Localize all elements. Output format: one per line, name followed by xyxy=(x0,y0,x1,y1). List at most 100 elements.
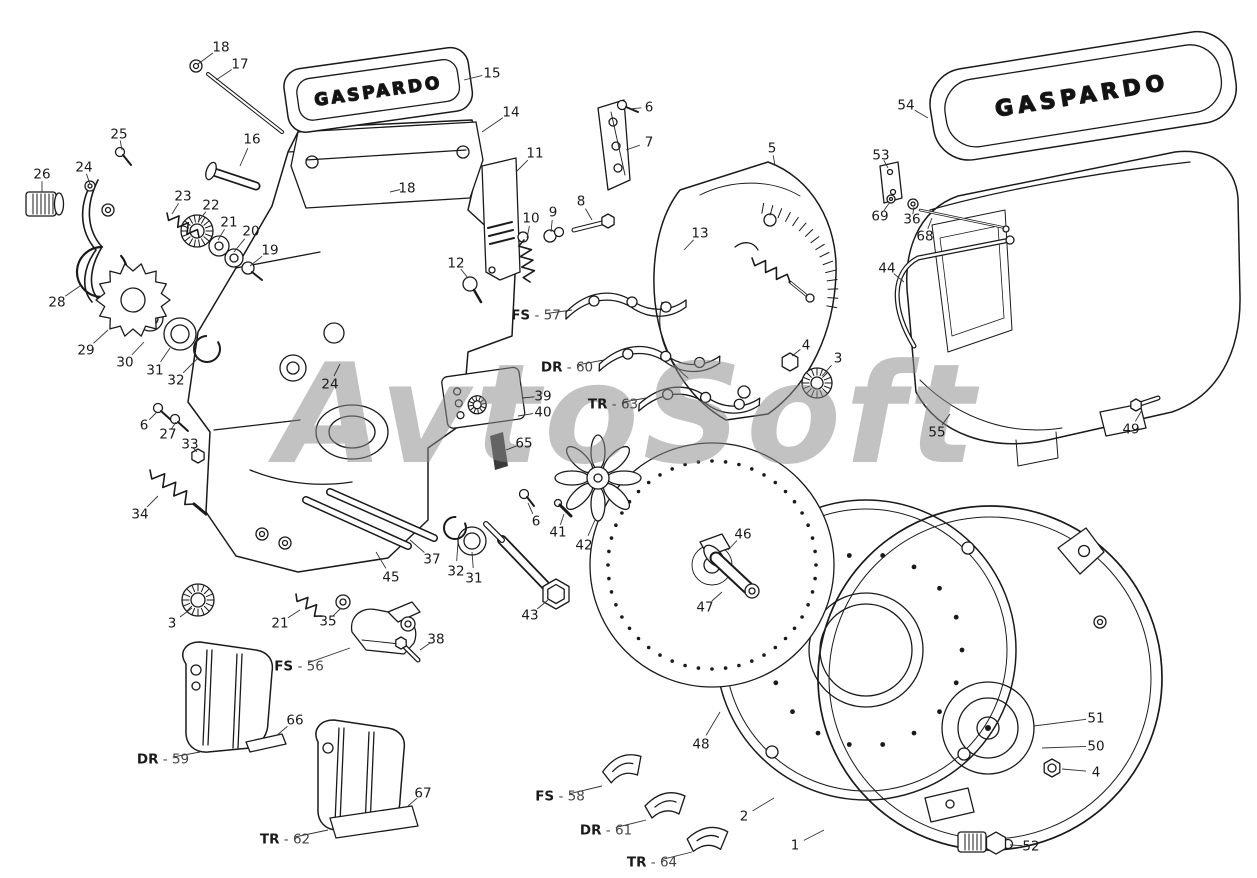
scraper-bracket-62-detail xyxy=(334,727,340,824)
leader-line xyxy=(772,155,776,167)
main-frame-24-detail xyxy=(279,354,307,382)
callout-label: 36 xyxy=(903,212,920,228)
center-parts-group xyxy=(462,99,710,304)
shaft-bolt-43-detail xyxy=(457,526,487,556)
callout-label: 6 xyxy=(645,100,654,116)
callout-label-detail: FS xyxy=(511,308,530,324)
callout-label: 29 xyxy=(77,343,94,359)
leader-line xyxy=(615,819,647,829)
left-parts-group-detail xyxy=(177,421,189,432)
fan-hub xyxy=(586,466,610,490)
hole-dot xyxy=(880,742,886,747)
callout-label: 37 xyxy=(423,552,440,568)
callout-label: 39 xyxy=(534,389,551,405)
hole-dot xyxy=(790,709,795,715)
leader-line xyxy=(585,208,593,221)
hole-dot xyxy=(815,730,821,736)
scale-tick xyxy=(819,389,824,398)
leader-line xyxy=(275,726,288,737)
shaft-bolt-43-detail xyxy=(498,536,552,592)
main-frame-24-detail xyxy=(328,415,376,449)
leader-line xyxy=(148,411,158,421)
leader-line xyxy=(171,202,179,215)
left-parts-group xyxy=(75,59,284,516)
scale-tick xyxy=(469,407,474,411)
callout-label: 43 xyxy=(521,608,538,624)
callout-label: 24 xyxy=(75,160,92,176)
seed-hopper-55-detail xyxy=(929,161,1191,211)
leader-line xyxy=(389,189,401,193)
leader-line xyxy=(576,359,605,366)
scale-tick xyxy=(802,376,811,381)
left-parts-group-detail xyxy=(101,203,115,217)
hole-dot xyxy=(607,576,611,581)
scale-tick xyxy=(193,239,196,248)
leader-line xyxy=(536,599,549,610)
center-parts-group-detail xyxy=(608,117,618,127)
leader-line xyxy=(197,211,207,223)
callout-label: 21 xyxy=(271,616,288,632)
hole-dot xyxy=(846,553,852,558)
shaft-bolt-43-detail xyxy=(526,496,535,507)
callout-label: 17 xyxy=(231,57,248,73)
top-cover-15: GASPARDO xyxy=(283,46,474,133)
callout-label: FS - 56 xyxy=(274,659,324,675)
scale-tick xyxy=(481,403,487,405)
hole-dot xyxy=(911,564,917,570)
knob-3-right xyxy=(801,367,833,399)
main-frame-24-detail xyxy=(255,527,269,541)
center-parts-group-detail xyxy=(597,99,631,191)
hole-dot xyxy=(792,499,797,504)
scale-tick xyxy=(182,593,191,598)
left-parts-group-detail xyxy=(84,180,96,192)
callout-label: 5 xyxy=(768,141,777,157)
callout-label: 31 xyxy=(146,363,163,379)
knob-26-detail xyxy=(53,192,65,216)
quadrant-plate-5 xyxy=(653,161,839,421)
seed-hopper-55-detail xyxy=(879,161,903,204)
drum-ring-2-detail xyxy=(819,603,913,697)
hole-dot xyxy=(696,666,701,670)
housing-cover-1-detail xyxy=(924,787,975,823)
callout-label: 55 xyxy=(928,425,945,441)
drum-ring-2-detail xyxy=(765,745,779,759)
leader-line xyxy=(182,357,199,374)
quadrant-plate-5-detail xyxy=(659,301,689,379)
callout-label: 2 xyxy=(740,809,749,825)
main-frame-24-detail xyxy=(315,404,389,460)
leader-line xyxy=(179,607,193,618)
callout-label: 51 xyxy=(1087,711,1104,727)
rollers-37-45-detail xyxy=(327,489,437,541)
cover-plate-14-detail xyxy=(456,145,470,159)
callout-label: 48 xyxy=(692,737,709,753)
callout-label: 34 xyxy=(131,507,148,523)
housing-cover-1-detail xyxy=(957,697,1019,759)
scale-tick xyxy=(825,269,836,274)
scale-tick xyxy=(827,297,839,299)
knob-26 xyxy=(25,191,65,217)
leader-line xyxy=(1041,745,1087,749)
hole-dot xyxy=(670,659,674,663)
hole-dot xyxy=(683,663,687,668)
callout-label: 41 xyxy=(549,525,566,541)
scale-tick xyxy=(481,406,487,409)
scale-tick xyxy=(200,584,205,593)
callout-label: 8 xyxy=(577,194,586,210)
leader-line xyxy=(527,502,534,514)
callout-label: 21 xyxy=(220,215,237,231)
bottom-left-parts-detail xyxy=(402,644,420,662)
scale-tick xyxy=(805,229,814,237)
hopper-lid-54: GASPARDO xyxy=(929,30,1238,161)
center-parts-group-detail xyxy=(481,157,521,281)
callout-label: 25 xyxy=(110,127,127,143)
rollers-37-45-detail xyxy=(303,497,411,549)
callout-label-detail: - 57 xyxy=(530,308,561,324)
hole-dot xyxy=(806,603,810,607)
callout-label: 11 xyxy=(526,146,543,162)
scraper-bracket-59-detail xyxy=(245,733,287,753)
center-parts-group-detail xyxy=(487,221,513,229)
scale-tick xyxy=(203,605,210,612)
callout-label: 6 xyxy=(140,418,149,434)
knob-3-right-detail xyxy=(810,376,824,390)
hex-head xyxy=(547,583,565,605)
